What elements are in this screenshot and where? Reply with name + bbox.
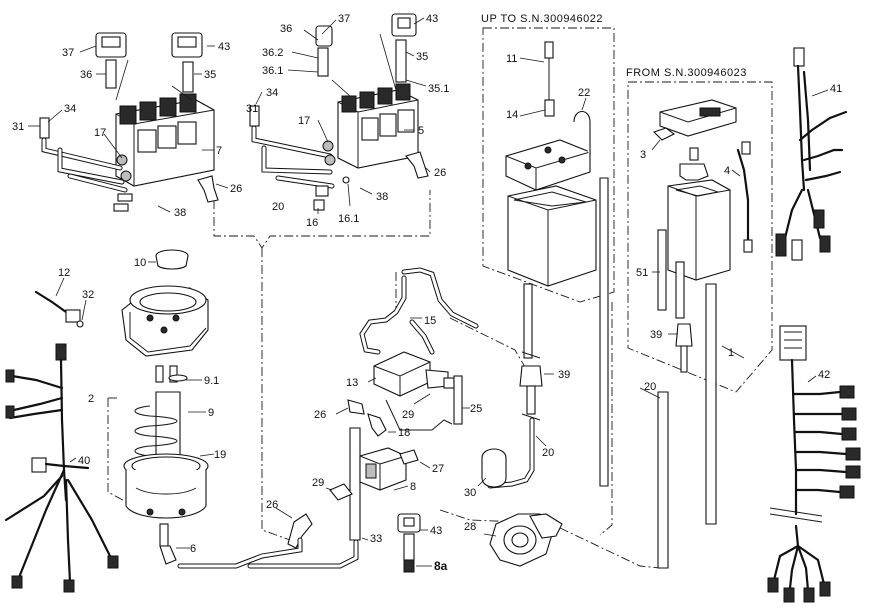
label-30: 30	[464, 487, 476, 499]
label-19: 19	[214, 449, 226, 461]
label-35b: 35	[416, 51, 428, 63]
label-22: 22	[578, 87, 590, 99]
label-17b: 17	[298, 115, 310, 127]
note-up-to-serial: UP TO S.N.300946022	[481, 13, 603, 25]
valve-block-middle	[249, 13, 431, 214]
label-35-1: 35.1	[428, 83, 449, 95]
label-32: 32	[82, 289, 94, 301]
label-37b: 37	[338, 13, 350, 25]
label-36b: 36	[280, 23, 292, 35]
label-12: 12	[58, 267, 70, 279]
label-43a: 43	[218, 41, 230, 53]
label-18: 18	[398, 427, 410, 439]
label-29b: 29	[312, 477, 324, 489]
label-40: 40	[78, 455, 90, 467]
label-43c: 43	[430, 525, 442, 537]
label-16: 16	[306, 217, 318, 229]
note-from-serial: FROM S.N.300946023	[626, 67, 747, 79]
label-38b: 38	[376, 191, 388, 203]
label-6: 6	[190, 543, 196, 555]
label-28: 28	[464, 521, 476, 533]
label-31b: 31	[246, 103, 258, 115]
label-42: 42	[818, 369, 830, 381]
label-2: 2	[88, 393, 94, 405]
label-31a: 31	[12, 121, 24, 133]
label-34b: 34	[266, 87, 278, 99]
label-8a: 8a	[434, 559, 448, 573]
label-7: 7	[216, 145, 222, 157]
label-5: 5	[418, 125, 424, 137]
label-43b: 43	[426, 13, 438, 25]
label-14: 14	[506, 109, 518, 121]
label-36-1: 36.1	[262, 65, 283, 77]
callout-labels: UP TO S.N.300946022 FROM S.N.300946023 3…	[12, 13, 842, 573]
lower-center-parts	[477, 283, 745, 569]
tank-assembly-old	[505, 41, 609, 487]
label-25: 25	[470, 403, 482, 415]
label-20c: 20	[644, 381, 656, 393]
label-37a: 37	[62, 47, 74, 59]
label-26c: 26	[314, 409, 326, 421]
label-39b: 39	[650, 329, 662, 341]
label-8: 8	[410, 481, 416, 493]
label-27: 27	[432, 463, 444, 475]
valve-block-left	[28, 32, 229, 213]
label-33: 33	[370, 533, 382, 545]
label-16-1: 16.1	[338, 213, 359, 225]
wire-harness-40	[4, 343, 119, 593]
label-51: 51	[636, 267, 648, 279]
label-34a: 34	[64, 103, 76, 115]
label-13: 13	[346, 377, 358, 389]
label-36-2: 36.2	[262, 47, 283, 59]
label-4: 4	[724, 165, 730, 177]
label-35a: 35	[204, 69, 216, 81]
label-26b: 26	[434, 167, 446, 179]
label-17a: 17	[94, 127, 106, 139]
tank-assembly-new	[651, 99, 753, 525]
label-9: 9	[208, 407, 214, 419]
label-26d: 26	[266, 499, 278, 511]
label-11: 11	[506, 53, 517, 65]
label-3: 3	[640, 149, 646, 161]
label-29a: 29	[402, 409, 414, 421]
label-36a: 36	[80, 69, 92, 81]
label-20b: 20	[542, 447, 554, 459]
boiler-assembly	[34, 249, 215, 565]
label-39a: 39	[558, 369, 570, 381]
label-26a: 26	[230, 183, 242, 195]
label-9-1: 9.1	[204, 375, 219, 387]
pump-assembly	[177, 267, 479, 573]
label-41: 41	[830, 83, 842, 95]
label-20a: 20	[272, 201, 284, 213]
wire-harness-42	[767, 325, 861, 603]
label-1: 1	[728, 347, 734, 359]
label-15: 15	[424, 315, 436, 327]
label-10: 10	[134, 257, 146, 269]
wire-harness-41	[775, 47, 848, 261]
label-38a: 38	[174, 207, 186, 219]
